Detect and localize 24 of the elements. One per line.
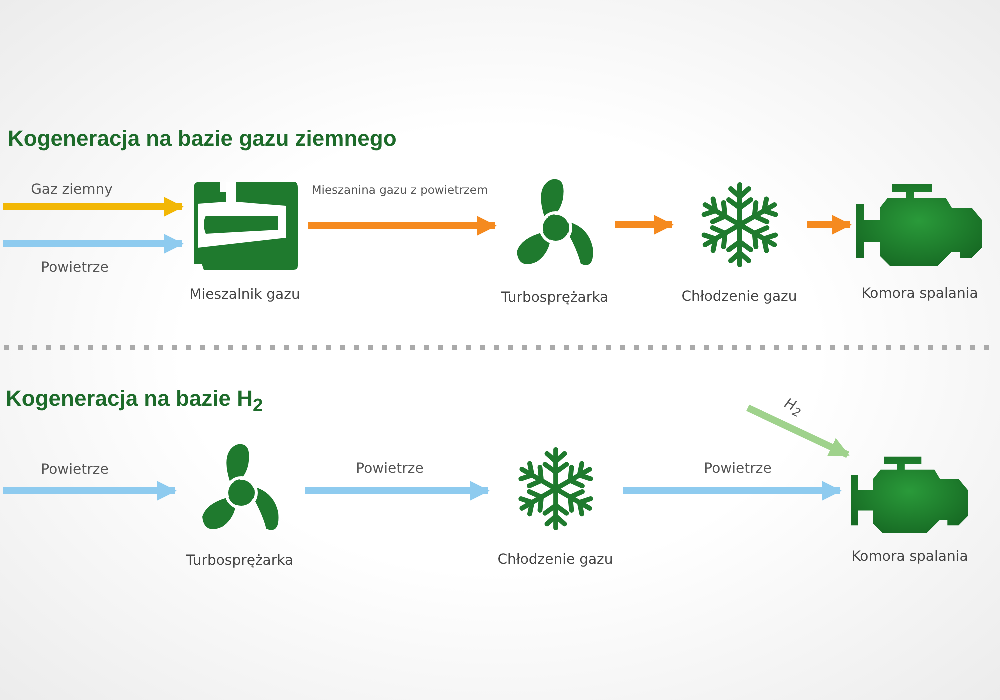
arrow <box>3 234 184 254</box>
edge-label: Powietrze <box>41 260 109 276</box>
arrow <box>746 404 850 458</box>
edge-label: Mieszanina gazu z powietrzem <box>312 183 488 197</box>
node-label: Chłodzenie gazu <box>498 552 614 568</box>
section-heading: Kogeneracja na bazie gazu ziemnego <box>8 126 397 152</box>
node-label: Turbosprężarka <box>186 553 294 569</box>
section-heading: Kogeneracja na bazie H$_{2}$ <box>6 386 264 416</box>
edge-label: Powietrze <box>41 462 109 478</box>
edge-label: Powietrze <box>704 461 772 477</box>
node-label: Komora spalania <box>862 286 978 302</box>
arrow <box>615 215 674 235</box>
arrow <box>3 481 177 501</box>
edge-label: Gaz ziemny <box>31 182 113 198</box>
arrow <box>3 197 184 217</box>
arrow <box>305 481 490 501</box>
node-label: Turbosprężarka <box>501 290 609 306</box>
node-label: Mieszalnik gazu <box>190 287 300 303</box>
arrow <box>623 481 842 501</box>
node-label: Komora spalania <box>852 549 968 565</box>
arrow <box>308 216 497 236</box>
node-label: Chłodzenie gazu <box>682 289 798 305</box>
arrow <box>807 215 852 235</box>
edge-label: Powietrze <box>356 461 424 477</box>
